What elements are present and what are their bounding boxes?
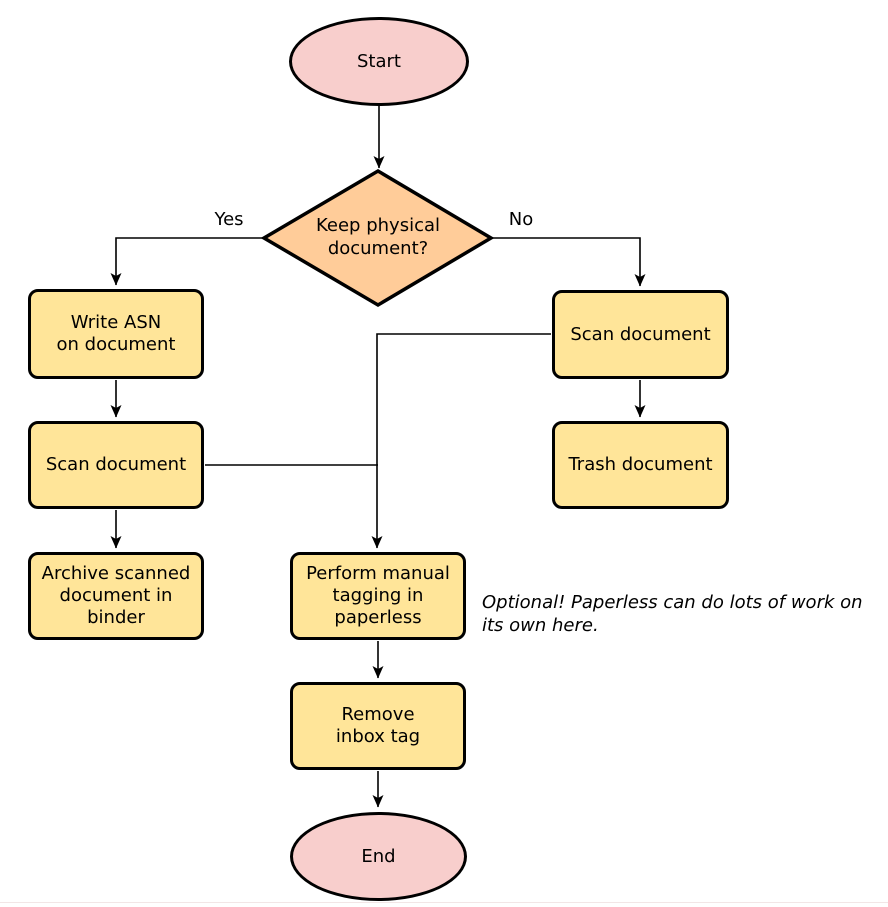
edge-decision-yes-to-write-asn: [110, 237, 264, 286]
node-scan-document-right: Scan document: [552, 290, 729, 379]
node-start: Start: [289, 17, 469, 106]
node-scan-document-right-label: Scan document: [570, 323, 711, 345]
node-remove-inbox-tag: Remove inbox tag: [290, 682, 466, 770]
bottom-divider: [0, 902, 888, 903]
edge-label-yes: Yes: [214, 209, 244, 230]
node-manual-tagging: Perform manual tagging in paperless: [290, 552, 466, 640]
edge-decision-no-to-scan-right: [492, 237, 646, 287]
node-scan-document-left-label: Scan document: [45, 454, 187, 476]
decision-diamond-shape: [260, 168, 495, 308]
node-archive-binder: Archive scanned document in binder: [28, 552, 204, 640]
node-write-asn: Write ASN on document: [28, 289, 204, 379]
node-trash-document-label: Trash document: [568, 454, 713, 476]
node-manual-tagging-label: Perform manual tagging in paperless: [306, 563, 450, 628]
node-archive-binder-label: Archive scanned document in binder: [41, 563, 191, 628]
edge-label-no: No: [508, 209, 534, 230]
node-decision-label: Keep physical document?: [316, 215, 440, 259]
node-trash-document: Trash document: [552, 421, 729, 509]
node-remove-inbox-tag-label: Remove inbox tag: [335, 704, 421, 747]
node-scan-document-left: Scan document: [28, 421, 204, 509]
node-end-label: End: [361, 845, 396, 867]
edge-scan-right-to-tagging: [371, 333, 551, 549]
node-end: End: [290, 812, 467, 901]
node-write-asn-label: Write ASN on document: [56, 312, 176, 355]
optional-note: Optional! Paperless can do lots of work …: [482, 592, 863, 637]
node-start-label: Start: [357, 50, 401, 72]
